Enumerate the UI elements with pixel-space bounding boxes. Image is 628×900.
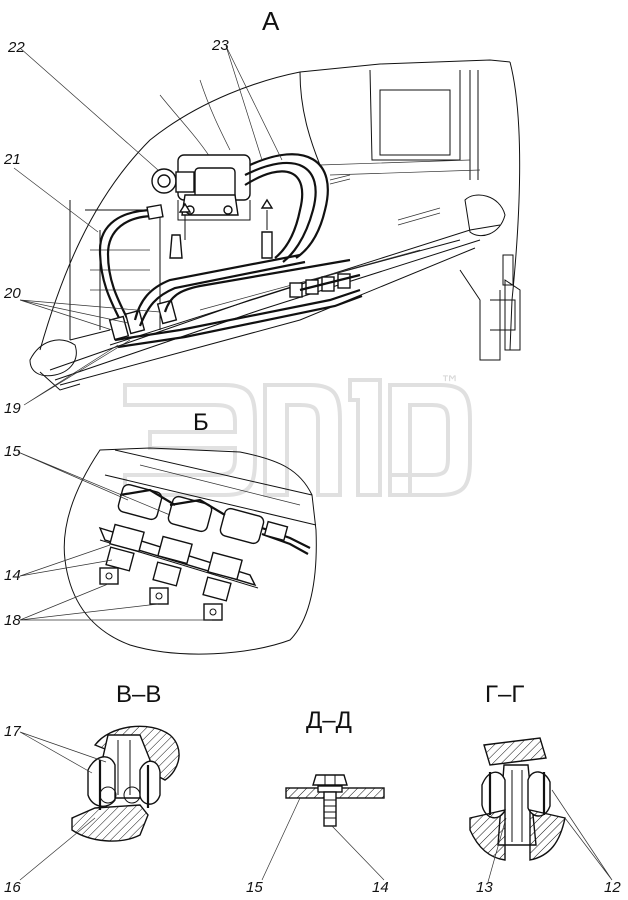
connector-row <box>289 273 361 298</box>
fitting-group-20 <box>108 253 363 349</box>
view-dd: Д–Д 15 14 <box>246 707 389 896</box>
callout-15-dd: 15 <box>246 879 263 896</box>
valve-3 <box>202 507 265 621</box>
callout-18: 18 <box>4 612 21 629</box>
callout-16: 16 <box>4 879 21 896</box>
watermark-logo: ™ <box>123 371 472 497</box>
callout-17: 17 <box>4 723 21 740</box>
callout-19: 19 <box>4 400 21 417</box>
valve-2 <box>149 495 213 605</box>
view-b-title: Б <box>193 409 209 436</box>
callout-15-b: 15 <box>4 443 21 460</box>
view-gg: Г–Г 13 12 <box>469 681 621 896</box>
watermark-tm: ™ <box>440 371 460 395</box>
callout-23: 23 <box>211 37 229 54</box>
view-vv-title: В–В <box>116 681 161 708</box>
callout-14-dd: 14 <box>372 879 389 896</box>
callout-22: 22 <box>7 39 25 56</box>
callout-13: 13 <box>476 879 493 896</box>
callout-20: 20 <box>3 285 21 302</box>
view-a-title: А <box>262 6 280 36</box>
view-vv: В–В 17 16 <box>4 681 180 896</box>
callout-12: 12 <box>604 879 621 896</box>
view-dd-title: Д–Д <box>306 707 352 734</box>
callout-21: 21 <box>3 151 21 168</box>
view-gg-title: Г–Г <box>485 681 524 708</box>
callout-14-b: 14 <box>4 567 21 584</box>
view-b: Б <box>4 409 317 655</box>
view-a: А <box>3 6 521 417</box>
